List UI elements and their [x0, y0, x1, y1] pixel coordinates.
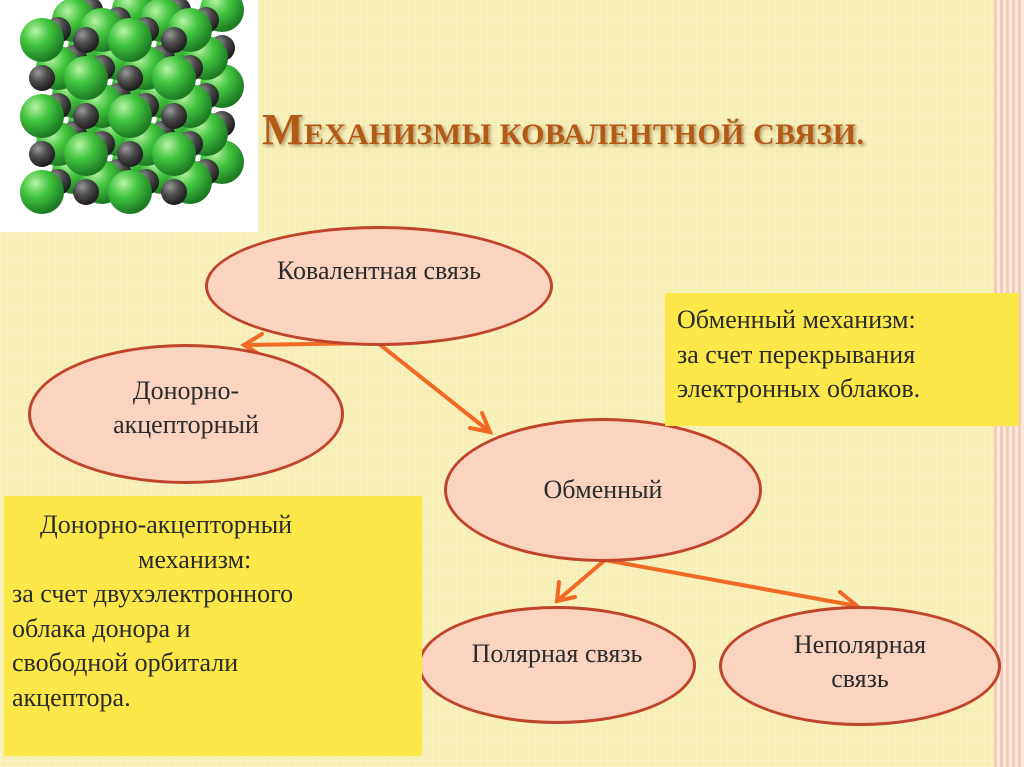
dark-sphere: [73, 179, 99, 205]
green-sphere: [20, 170, 64, 214]
node-exchange: Обменный: [444, 418, 762, 562]
exchange-mechanism-note: Обменный механизм: за счет перекрывания …: [665, 293, 1019, 426]
node-donor-label: Донорно- акцепторный: [113, 376, 259, 439]
green-sphere: [108, 94, 152, 138]
dark-sphere: [29, 141, 55, 167]
node-polar-bond: Полярная связь: [418, 606, 696, 724]
donor-note-line: облака донора и: [12, 613, 191, 643]
exchange-note-line: за счет перекрывания: [677, 339, 916, 369]
arrow-exchange-to-nonpolar: [603, 558, 859, 608]
dark-sphere: [73, 103, 99, 129]
exchange-note-line: электронных облаков.: [677, 374, 921, 404]
donor-note-line: свободной орбитали: [12, 648, 239, 678]
donor-note-line: акцептора.: [12, 682, 131, 712]
donor-note-line: за счет двухэлектронного: [12, 579, 294, 609]
donor-note-line: механизм:: [138, 544, 252, 574]
dark-sphere: [161, 179, 187, 205]
arrow-exchange-to-polar: [555, 558, 607, 603]
dark-sphere: [161, 27, 187, 53]
exchange-note-line: Обменный механизм:: [677, 305, 916, 334]
arrowhead-exchange: [468, 411, 494, 435]
node-exchange-label: Обменный: [543, 475, 663, 505]
node-covalent-label: Ковалентная связь: [276, 256, 481, 286]
node-polar-label: Полярная связь: [471, 639, 643, 669]
crystal-lattice-image: [0, 0, 258, 232]
green-sphere: [20, 18, 64, 62]
dark-sphere: [161, 103, 187, 129]
node-nonpolar-label: Неполярная связь: [793, 630, 927, 693]
dark-sphere: [117, 65, 143, 91]
title-rest: ЕХАНИЗМЫ КОВАЛЕНТНОЙ СВЯЗИ.: [304, 118, 865, 151]
page-title: МЕХАНИЗМЫ КОВАЛЕНТНОЙ СВЯЗИ.: [262, 104, 982, 155]
node-covalent-bond: Ковалентная связь: [205, 226, 553, 346]
green-sphere: [108, 170, 152, 214]
green-sphere: [64, 132, 108, 176]
dark-sphere: [117, 141, 143, 167]
green-sphere: [152, 132, 196, 176]
dark-sphere: [73, 27, 99, 53]
donor-note-line: Донорно-акцепторный: [40, 510, 293, 539]
arrowhead-polar: [554, 580, 577, 604]
node-nonpolar-bond: Неполярная связь: [719, 606, 1001, 726]
dark-sphere: [29, 65, 55, 91]
node-donor-acceptor: Донорно- акцепторный: [28, 344, 344, 484]
green-sphere: [108, 18, 152, 62]
green-sphere: [152, 56, 196, 100]
arrow-covalent-to-exchange: [376, 341, 492, 434]
green-sphere: [20, 94, 64, 138]
title-first-letter: М: [262, 105, 305, 154]
green-sphere: [64, 56, 108, 100]
donor-acceptor-mechanism-note: Донорно-акцепторный механизм: за счет дв…: [4, 496, 422, 756]
